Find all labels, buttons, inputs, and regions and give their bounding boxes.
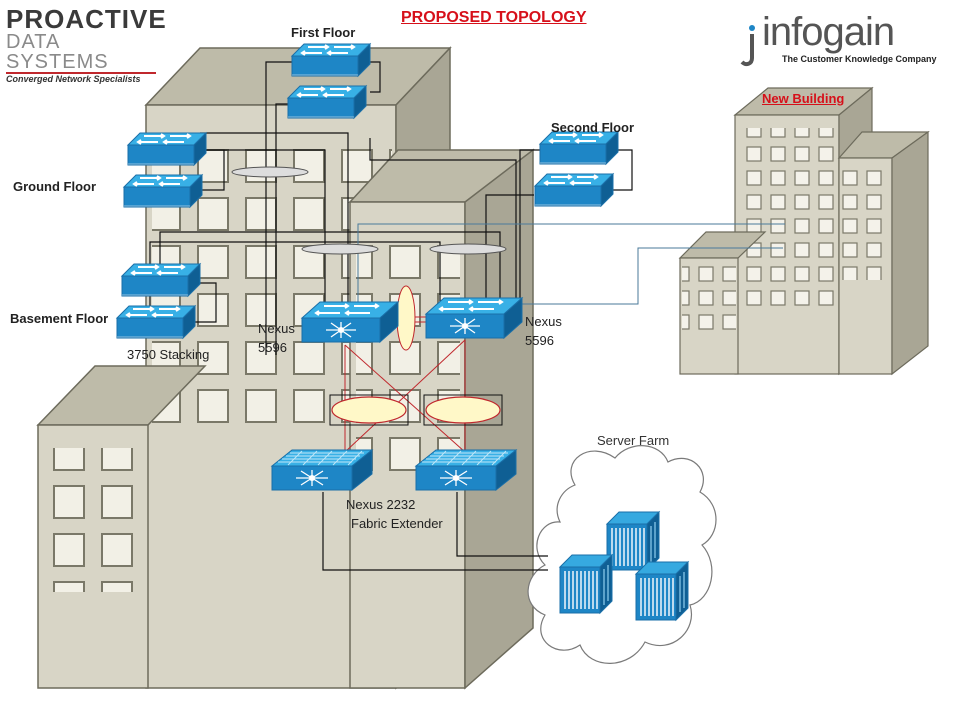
server-2[interactable] (559, 554, 613, 614)
label-nexus-5596-right: Nexus 5596 (525, 314, 562, 348)
infogain-logo-tagline: The Customer Knowledge Company (782, 54, 937, 64)
label-first-floor: First Floor (291, 25, 356, 40)
label-3750-stacking: 3750 Stacking (127, 347, 210, 362)
switch-second-floor-2[interactable] (534, 173, 614, 207)
label-nexus-5596-left: Nexus 5596 (258, 321, 295, 355)
switch-first-floor-2[interactable] (287, 85, 367, 119)
nexus-2232-fex-right[interactable] (415, 449, 517, 491)
portchannel-ground-ellipse (231, 166, 309, 178)
new-building-right (837, 130, 930, 376)
new-building-low (678, 231, 767, 375)
vpc-peer-ellipse (396, 285, 416, 351)
new-building-links (357, 223, 785, 310)
server-3[interactable] (635, 561, 689, 621)
switch-basement-1[interactable] (121, 263, 201, 297)
nexus-5596-right[interactable] (425, 297, 523, 339)
portchannel-right-ellipse (429, 243, 507, 255)
infogain-logo-name: infogain (762, 10, 895, 54)
fex-uplink-box-left (329, 394, 409, 426)
proactive-logo: PROACTIVE DATA SYSTEMS Converged Network… (6, 4, 167, 84)
diagram-title: PROPOSED TOPOLOGY (401, 9, 587, 26)
label-server-farm: Server Farm (597, 433, 670, 448)
label-basement-floor: Basement Floor (10, 311, 109, 326)
switch-first-floor-1[interactable] (291, 43, 371, 77)
label-second-floor: Second Floor (551, 120, 635, 135)
label-fabric-extender: Fabric Extender (351, 516, 443, 531)
label-new-building: New Building (762, 91, 845, 106)
switch-second-floor-1[interactable] (539, 131, 619, 165)
fex-uplink-box-right (423, 394, 503, 426)
infogain-logo: infogain The Customer Knowledge Company (740, 10, 940, 67)
proactive-logo-tagline: Converged Network Specialists (6, 74, 141, 84)
switch-ground-floor-1[interactable] (127, 132, 207, 166)
label-ground-floor: Ground Floor (13, 179, 97, 194)
nexus-2232-fex-left[interactable] (271, 449, 373, 491)
proactive-logo-line2: DATA SYSTEMS (6, 32, 156, 74)
fex-uplink-ellipse-right (425, 396, 501, 424)
switch-ground-floor-2[interactable] (123, 174, 203, 208)
proactive-logo-line1: PROACTIVE (6, 4, 167, 34)
portchannel-left-ellipse (301, 243, 379, 255)
nexus-5596-left[interactable] (301, 301, 399, 343)
fex-uplink-ellipse-left (331, 396, 407, 424)
infogain-mark-icon (740, 25, 755, 67)
server-1[interactable] (606, 511, 660, 571)
main-building-low (36, 365, 207, 689)
label-nexus-2232: Nexus 2232 (346, 497, 416, 512)
main-building-front (348, 148, 535, 690)
switch-basement-2[interactable] (116, 305, 196, 339)
